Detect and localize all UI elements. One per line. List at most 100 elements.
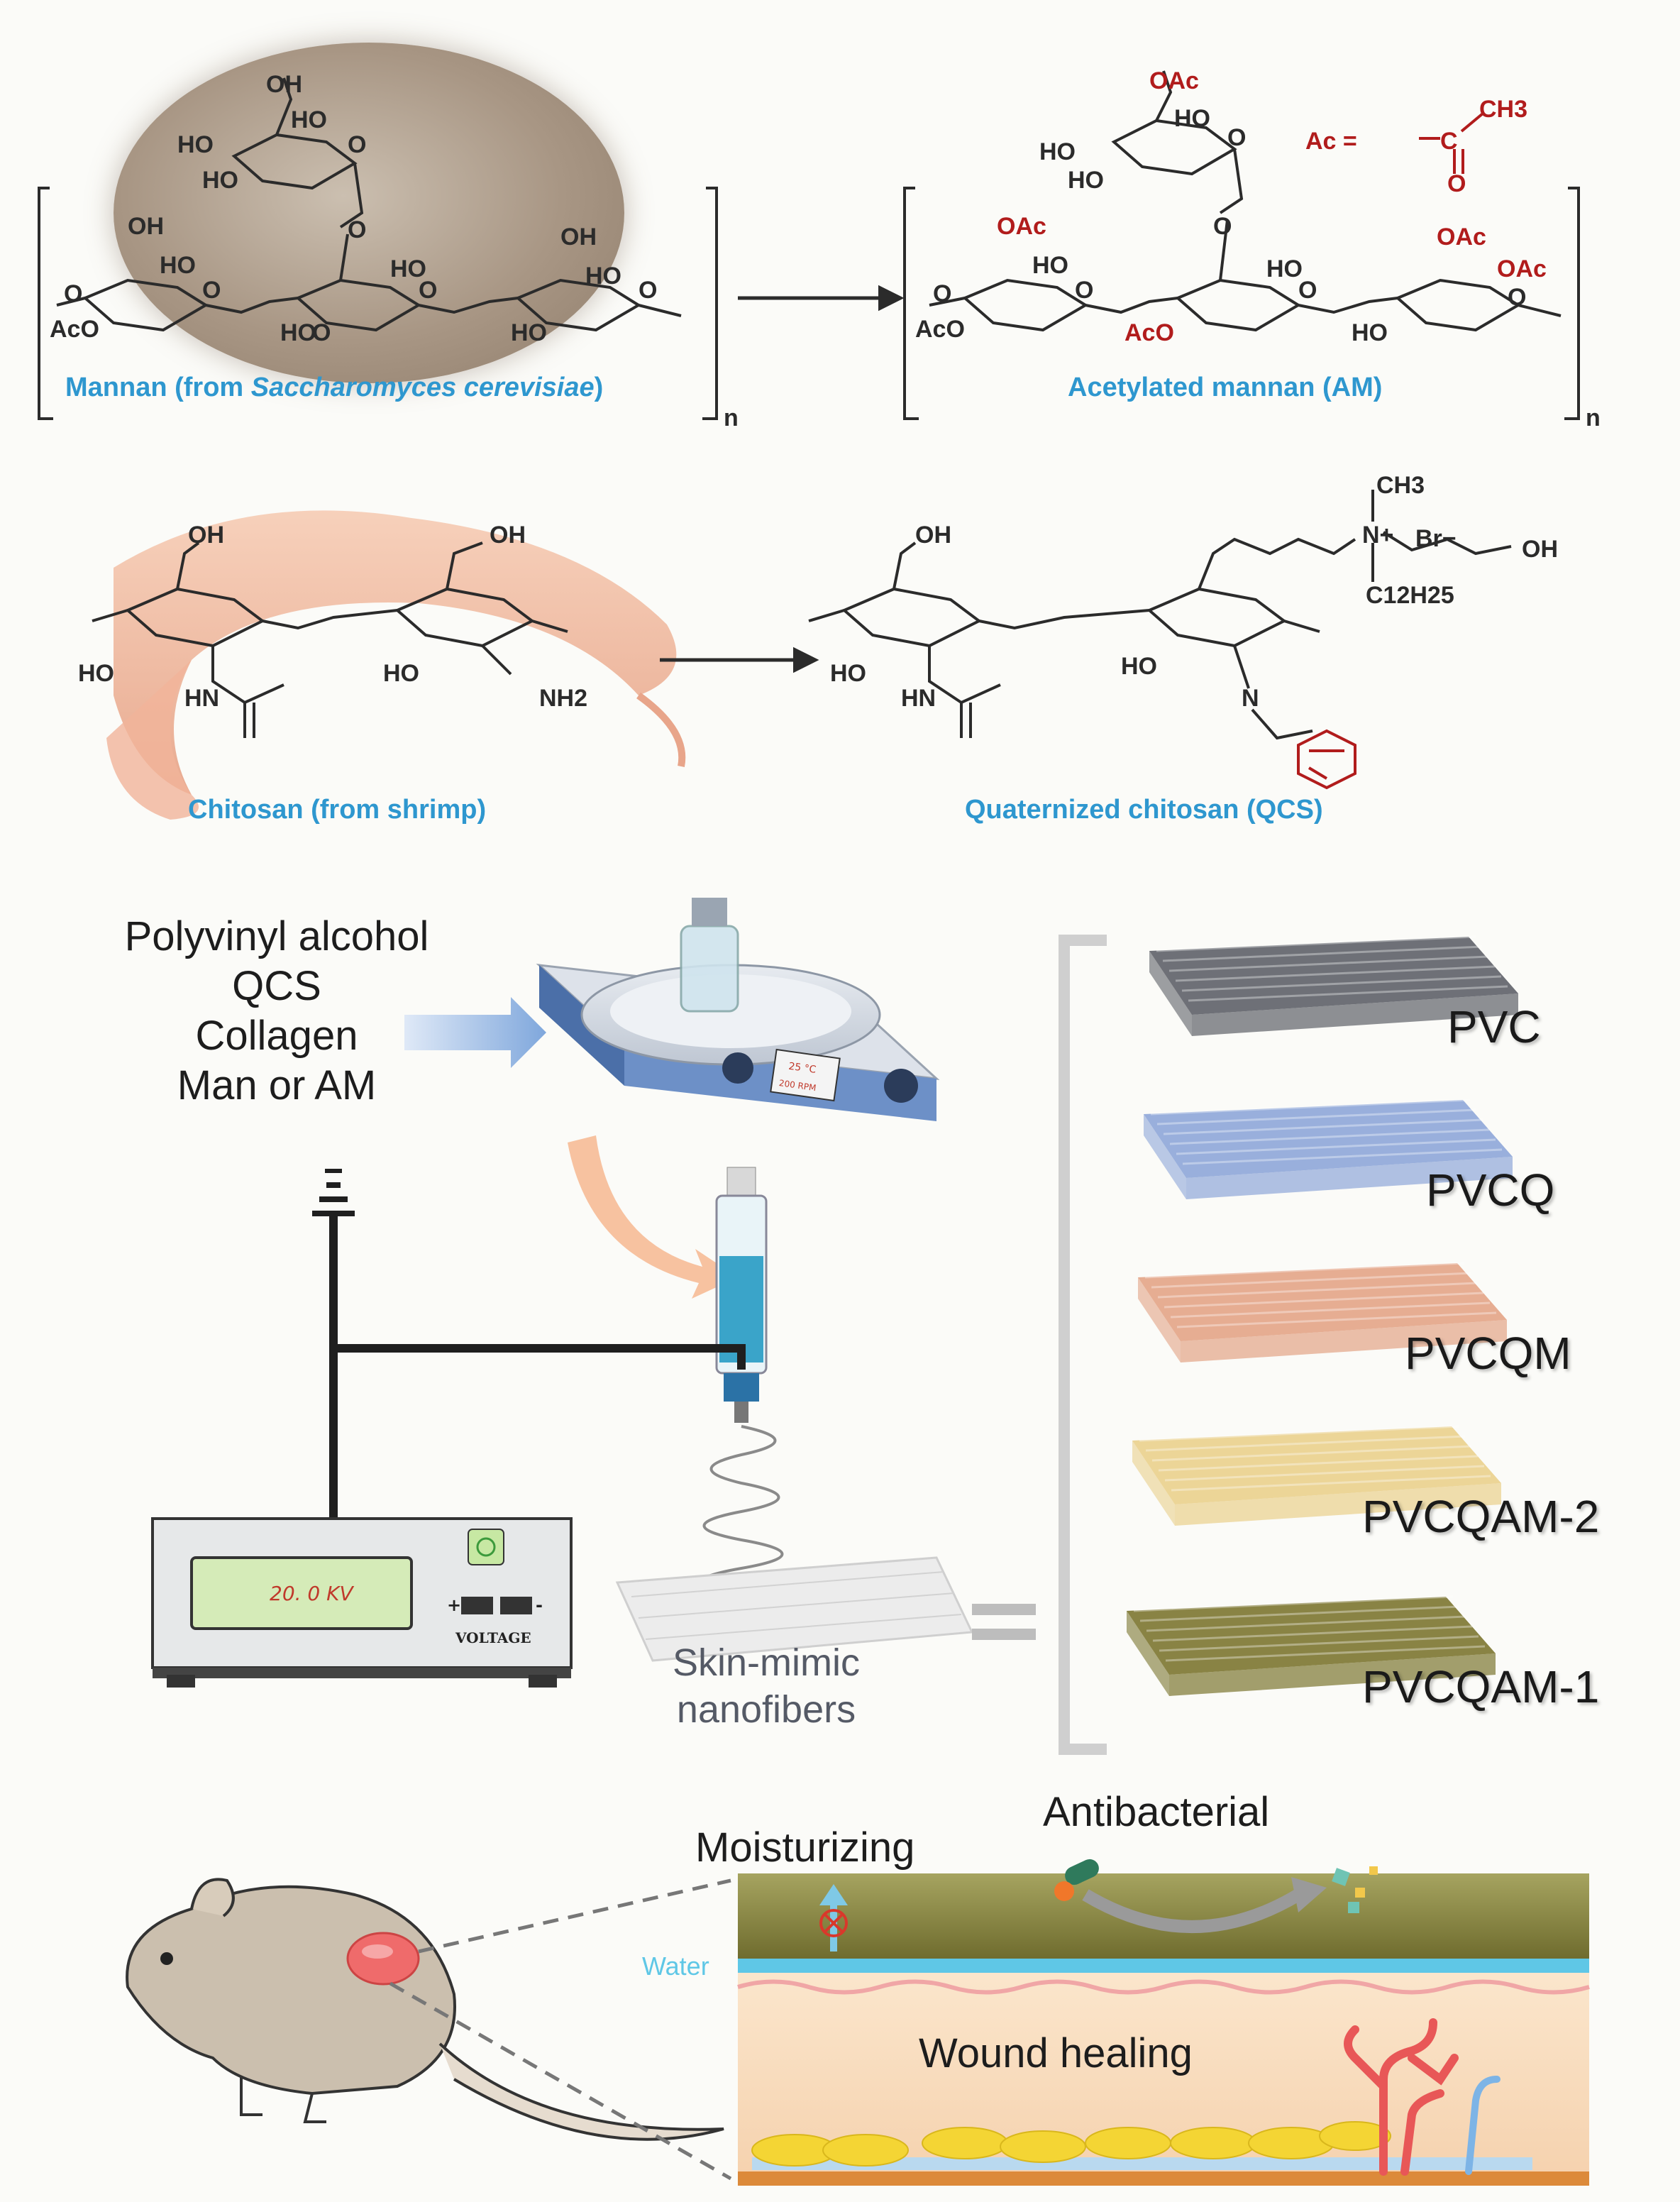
material-mat [1127, 1595, 1496, 1696]
svg-text:HO: HO [1068, 167, 1104, 194]
svg-text:O: O [1075, 277, 1093, 304]
skin-layers [737, 1859, 1590, 2186]
material-mat [1149, 935, 1518, 1036]
antibacterial-label: Antibacterial [1043, 1789, 1270, 1835]
svg-text:CH3: CH3 [1479, 96, 1527, 123]
svg-text:O: O [1298, 277, 1317, 304]
svg-text:AcO: AcO [50, 316, 99, 343]
magnetic-stirrer: 25 °C 200 RPM [536, 898, 940, 1121]
svg-text:HO: HO [160, 252, 196, 279]
chitosan-structure: OH OH HO HN HO NH2 OH HO HN HO N CH3 N+ … [78, 472, 1558, 790]
material-mat [1138, 1262, 1507, 1363]
ground-wiring [312, 1169, 746, 1519]
svg-text:O: O [1227, 124, 1246, 151]
svg-text:OH: OH [188, 522, 224, 549]
svg-text:N: N [1242, 685, 1259, 712]
mannan-caption: Mannan (from Saccharomyces cerevisiae) [65, 373, 604, 402]
svg-text:O: O [419, 277, 437, 304]
svg-text:HO: HO [1266, 255, 1303, 282]
feed-arrow [404, 997, 546, 1068]
svg-text:OH: OH [560, 224, 597, 251]
shrimp-image [106, 510, 686, 820]
svg-text:OAc: OAc [1149, 67, 1199, 94]
svg-text:O: O [1213, 213, 1232, 240]
svg-text:HO: HO [585, 263, 621, 290]
mannan-section: OH HO HO HO O O OH HO O O AcO HO HO O O … [0, 0, 1680, 454]
svg-text:HO: HO [1352, 319, 1388, 346]
ingredient-item: QCS [232, 963, 321, 1009]
svg-text:HO: HO [291, 106, 327, 133]
water-label: Water [642, 1951, 709, 1981]
process-section: Polyvinyl alcohol QCS Collagen Man or AM [0, 873, 1680, 1760]
svg-text:O: O [639, 277, 657, 304]
am-caption: Acetylated mannan (AM) [1068, 373, 1383, 402]
syringe [715, 1167, 768, 1423]
svg-text:Br−: Br− [1415, 525, 1457, 552]
svg-text:HO: HO [390, 255, 426, 282]
svg-text:O: O [202, 277, 221, 304]
svg-text:OH: OH [128, 213, 164, 240]
moisturizing-label: Moisturizing [695, 1824, 915, 1871]
material-item: PVCQ [1107, 1093, 1674, 1221]
wound-spot [346, 1932, 420, 1986]
material-label: PVC [1447, 1001, 1541, 1052]
svg-text:HO: HO [511, 319, 547, 346]
ingredient-list: Polyvinyl alcohol QCS Collagen Man or AM [85, 912, 468, 1111]
svg-text:O: O [348, 216, 366, 243]
svg-text:O: O [312, 319, 331, 346]
ingredient-item: Collagen [195, 1013, 358, 1059]
svg-text:VOLTAGE: VOLTAGE [455, 1629, 531, 1646]
svg-text:AcO: AcO [915, 316, 965, 343]
svg-text:O: O [64, 280, 82, 307]
svg-text:CH3: CH3 [1376, 472, 1425, 499]
svg-text:HO: HO [78, 660, 114, 687]
chitosan-section: OH OH HO HN HO NH2 OH HO HN HO N CH3 N+ … [0, 461, 1680, 859]
svg-text:25 °C: 25 °C [788, 1061, 817, 1076]
svg-text:AcO: AcO [1124, 319, 1174, 346]
svg-text:N+: N+ [1362, 522, 1393, 549]
material-mat [1144, 1099, 1513, 1199]
svg-text:O: O [1447, 170, 1466, 197]
svg-text:C: C [1440, 128, 1458, 155]
mannan-structure: OH HO HO HO O O OH HO O O AcO HO HO O O … [38, 67, 1601, 431]
svg-text:HO: HO [177, 131, 214, 158]
voltage-display: 20. 0 KV [270, 1582, 355, 1605]
svg-text:OH: OH [266, 71, 302, 98]
svg-text:HN: HN [901, 685, 936, 712]
mouse-illustration [126, 1878, 732, 2181]
power-supply [151, 1517, 573, 1688]
ingredient-item: Man or AM [177, 1062, 377, 1108]
svg-text:OAc: OAc [1437, 224, 1486, 251]
blood-vessel [1344, 2018, 1459, 2176]
svg-text:HN: HN [184, 685, 219, 712]
yeast-image [114, 43, 624, 383]
application-section: Moisturizing Antibacterial Water Wound h… [0, 1774, 1680, 2202]
svg-text:OAc: OAc [997, 213, 1046, 240]
nanofiber-mat-white [615, 1556, 974, 1662]
svg-text:+: + [447, 1595, 461, 1615]
svg-text:HO: HO [383, 660, 419, 687]
material-label: PVCQAM-1 [1362, 1661, 1600, 1712]
material-label: PVCQAM-2 [1362, 1491, 1600, 1542]
dressing-layer [738, 1873, 1589, 1959]
svg-text:-: - [536, 1595, 543, 1615]
svg-text:Ac =: Ac = [1305, 128, 1357, 155]
svg-text:OH: OH [490, 522, 526, 549]
material-label: PVCQ [1426, 1165, 1555, 1216]
svg-text:O: O [1508, 284, 1526, 311]
chitosan-caption: Chitosan (from shrimp) [188, 795, 487, 825]
material-item: PVC [1107, 930, 1674, 1057]
material-item: PVCQM [1107, 1256, 1674, 1384]
svg-text:HO: HO [1032, 252, 1068, 279]
transfer-arrow [568, 1135, 738, 1299]
qcs-caption: Quaternized chitosan (QCS) [965, 795, 1323, 825]
svg-text:NH2: NH2 [539, 685, 587, 712]
svg-text:HO: HO [1174, 105, 1210, 132]
svg-text:HO: HO [1039, 138, 1076, 165]
material-label: PVCQM [1405, 1328, 1571, 1379]
wound-healing-label: Wound healing [919, 2030, 1193, 2076]
material-mat [1132, 1425, 1501, 1526]
svg-text:O: O [348, 131, 366, 158]
svg-text:HO: HO [280, 319, 316, 346]
